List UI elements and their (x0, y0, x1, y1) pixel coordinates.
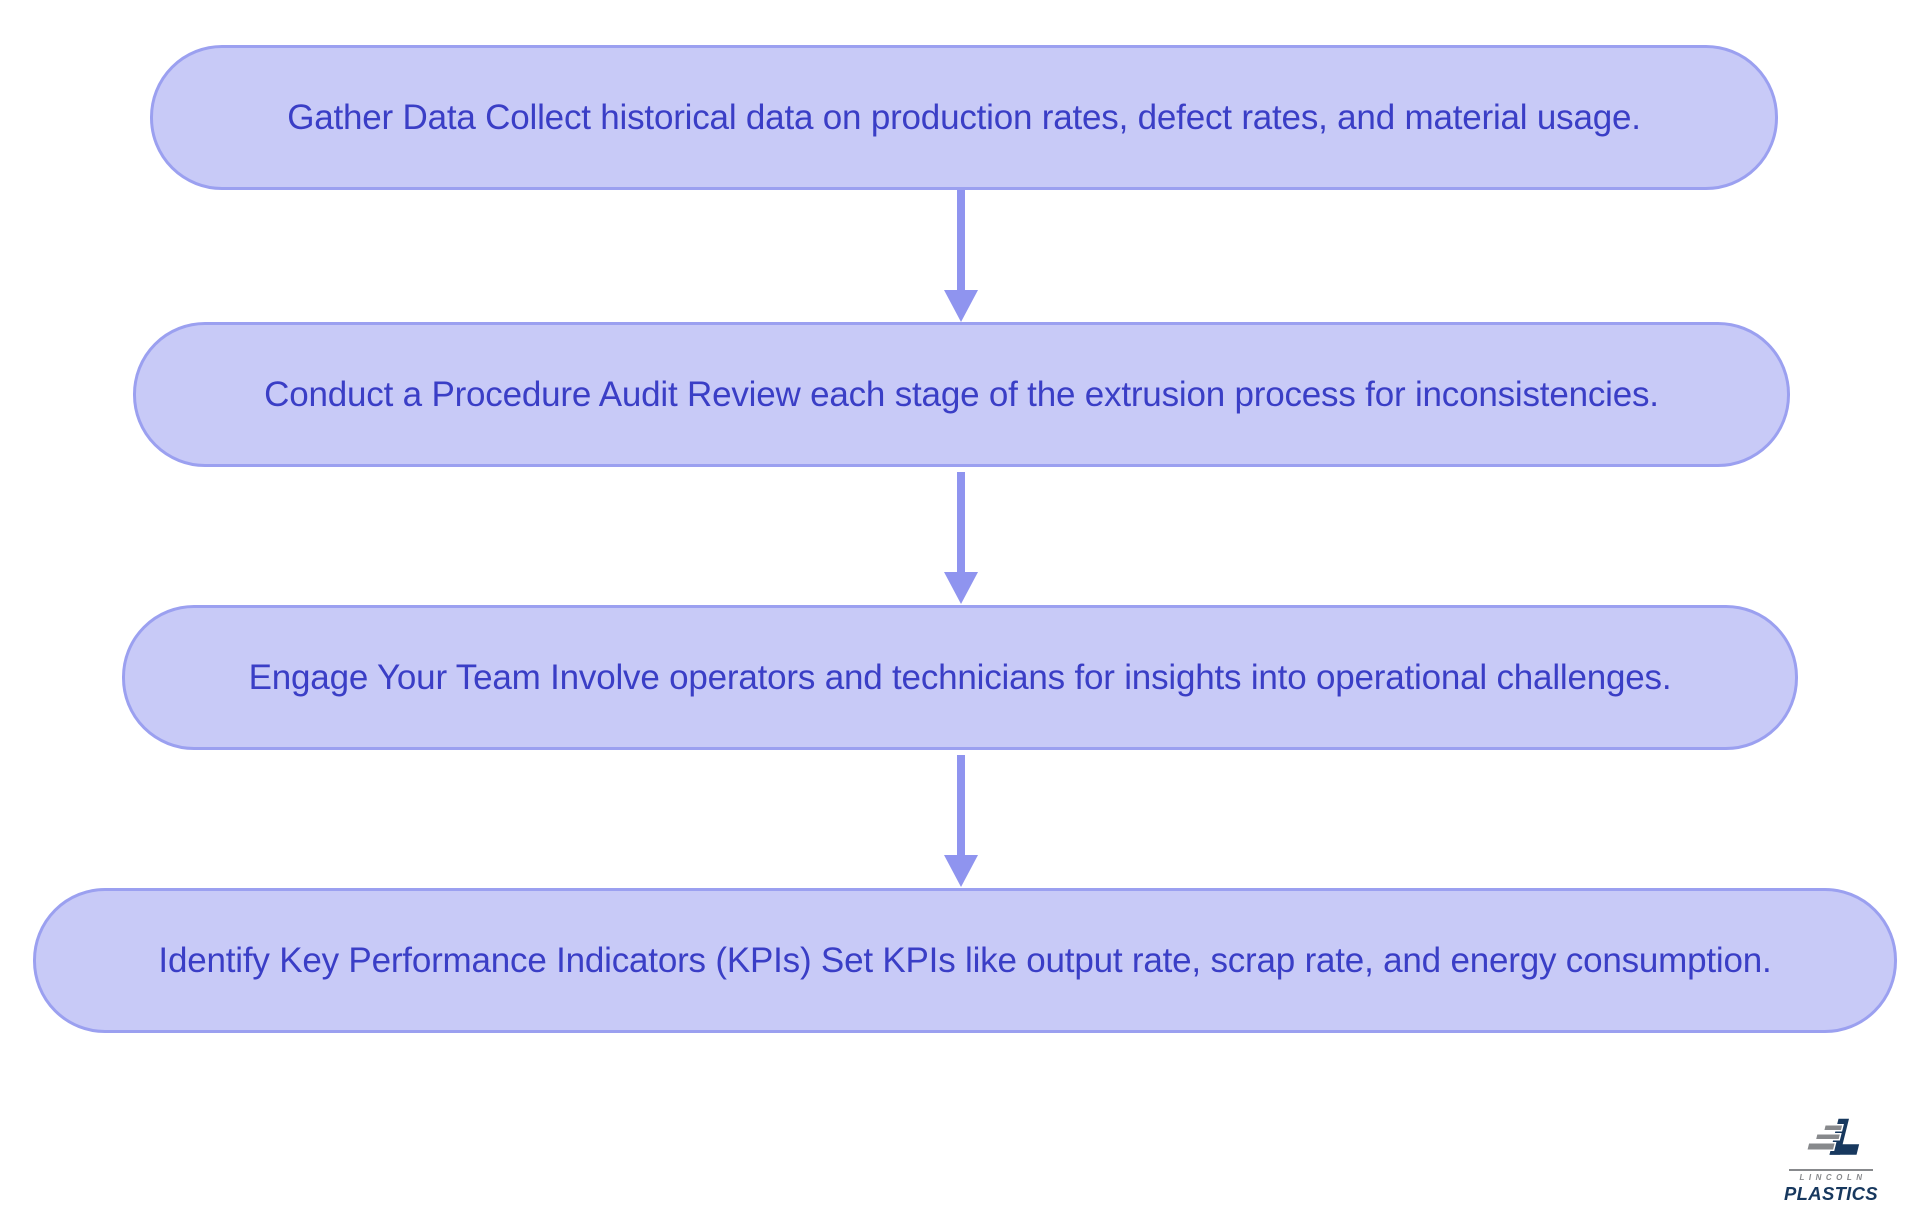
arrow-down-icon (944, 472, 978, 604)
arrow-down-icon (944, 755, 978, 887)
flow-step-label: Conduct a Procedure Audit Review each st… (264, 374, 1659, 414)
flow-step-gather-data: Gather Data Collect historical data on p… (150, 45, 1778, 190)
logo-product-name: PLASTICS (1784, 1183, 1878, 1204)
flow-step-identify-kpis: Identify Key Performance Indicators (KPI… (33, 888, 1897, 1033)
logo-company-name: LINCOLN (1799, 1173, 1867, 1182)
logo-divider (1789, 1169, 1873, 1171)
flow-step-label: Gather Data Collect historical data on p… (287, 97, 1641, 137)
flow-step-label: Engage Your Team Involve operators and t… (248, 657, 1672, 697)
lincoln-l-icon (1805, 1118, 1860, 1155)
flow-step-label: Identify Key Performance Indicators (KPI… (158, 940, 1772, 980)
flow-step-engage-team: Engage Your Team Involve operators and t… (122, 605, 1798, 750)
lincoln-plastics-logo: LINCOLN PLASTICS (1780, 1117, 1882, 1205)
flow-step-procedure-audit: Conduct a Procedure Audit Review each st… (133, 322, 1790, 467)
arrow-down-icon (944, 190, 978, 322)
